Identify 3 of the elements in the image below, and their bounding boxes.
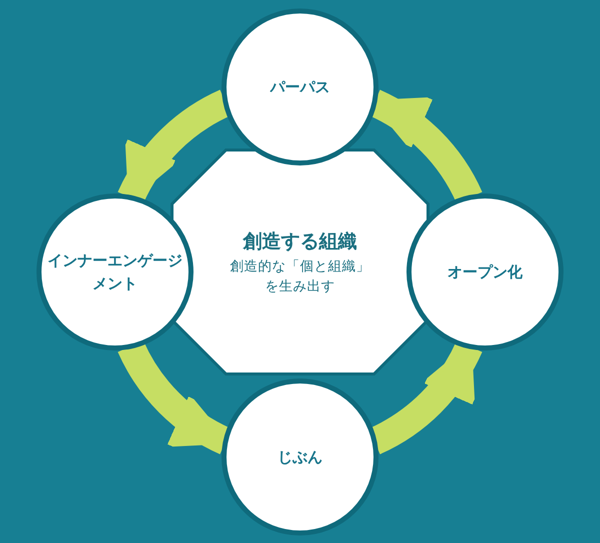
node-circle: インナーエンゲージメント [36, 194, 194, 350]
node-circle: じぶん [222, 378, 378, 536]
node-circle: オープン化 [406, 194, 564, 350]
